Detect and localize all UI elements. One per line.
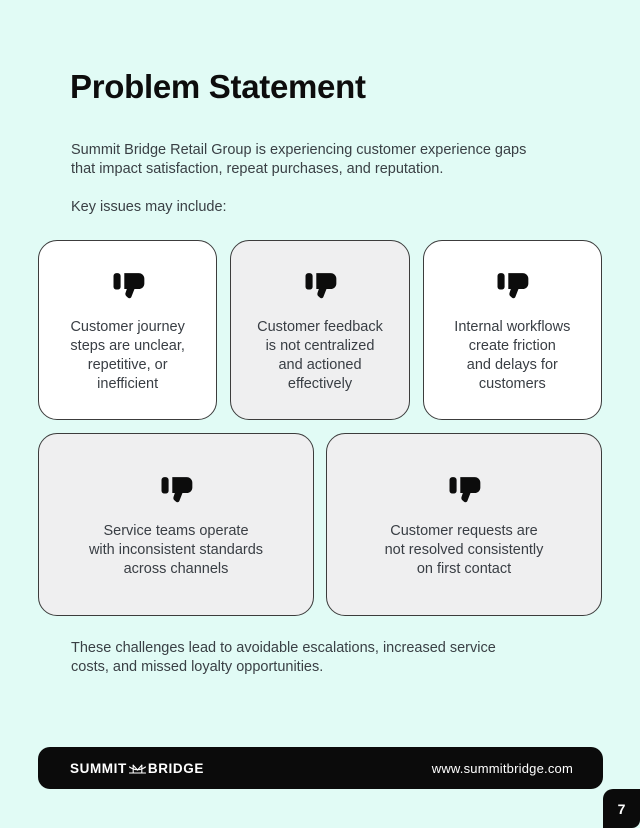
- page-number: 7: [617, 800, 626, 817]
- issue-card-text: Customer requests are not resolved consi…: [384, 522, 544, 577]
- issue-card-customer-feedback: Customer feedback is not centralized and…: [230, 240, 410, 420]
- issue-card-service-teams: Service teams operate with inconsistent …: [38, 433, 314, 616]
- website-link[interactable]: www.summitbridge.com: [431, 760, 573, 776]
- issue-card-text: Customer journey steps are unclear, repe…: [70, 318, 185, 392]
- brand-logo: SUMMIT BRIDGE: [70, 761, 204, 776]
- issue-card-customer-journey: Customer journey steps are unclear, repe…: [38, 240, 218, 420]
- thumbs-down-icon: [156, 471, 196, 508]
- brand-name-left: SUMMIT: [70, 760, 127, 776]
- issue-cards-bottom-row: Service teams operate with inconsistent …: [38, 433, 602, 616]
- issue-card-text: Customer feedback is not centralized and…: [257, 318, 383, 392]
- brand-name-right: BRIDGE: [147, 760, 204, 776]
- closing-paragraph: These challenges lead to avoidable escal…: [71, 640, 496, 675]
- thumbs-down-icon: [444, 471, 484, 508]
- key-issues-label: Key issues may include:: [71, 199, 227, 215]
- issue-cards-top-row: Customer journey steps are unclear, repe…: [38, 240, 602, 420]
- issue-card-text: Service teams operate with inconsistent …: [88, 522, 264, 577]
- thumbs-down-icon: [108, 267, 148, 304]
- intro-paragraph: Summit Bridge Retail Group is experienci…: [71, 142, 527, 177]
- footer-bar: SUMMIT BRIDGE www.summitbridge.com: [38, 747, 603, 789]
- issue-card-internal-workflows: Internal workflows create friction and d…: [422, 240, 602, 420]
- bridge-icon: [128, 762, 146, 775]
- page-title: Problem Statement: [70, 68, 366, 105]
- thumbs-down-icon: [492, 267, 532, 304]
- issue-card-text: Internal workflows create friction and d…: [454, 318, 571, 392]
- issue-card-customer-requests: Customer requests are not resolved consi…: [326, 433, 602, 616]
- page-number-badge: 7: [603, 789, 640, 828]
- thumbs-down-icon: [300, 267, 340, 304]
